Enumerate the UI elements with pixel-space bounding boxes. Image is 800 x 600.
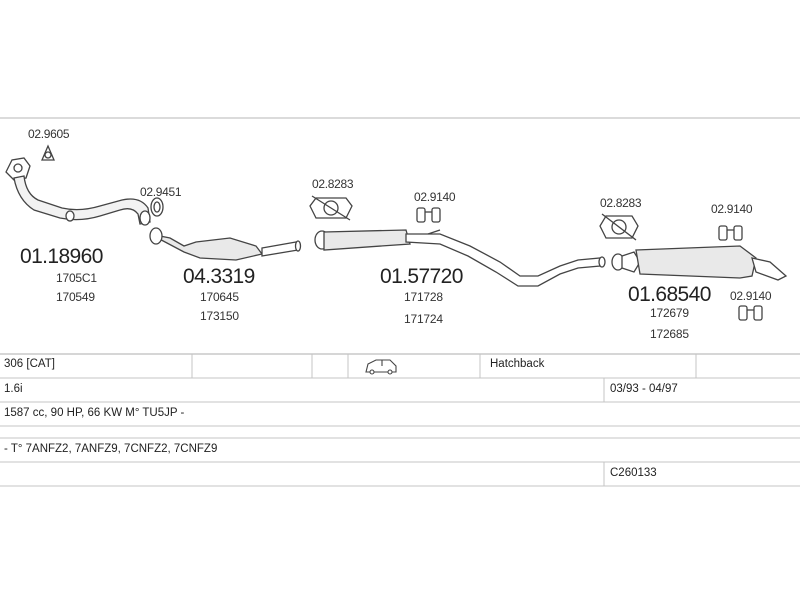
rear-muffler-ref-2: 172685: [650, 327, 689, 341]
front-pipe-ref-2: 170549: [56, 290, 95, 304]
hanger-rear-top-icon: [718, 225, 743, 241]
hanger-middle-icon: [416, 207, 441, 223]
engine-types: - T° 7ANFZ2, 7ANFZ9, 7CNFZ2, 7CNFZ9: [4, 443, 218, 455]
gasket-front-code: 02.9605: [28, 127, 70, 141]
clamp-front-icon: [150, 197, 164, 217]
hanger-rear-bottom-icon: [738, 305, 763, 321]
hanger-rear-bottom-code: 02.9140: [730, 289, 772, 303]
vehicle-model: 306 [CAT]: [4, 358, 55, 370]
catalyst-code: 04.3319: [183, 265, 255, 288]
front-pipe-code: 01.18960: [20, 245, 103, 268]
hanger-middle-code: 02.9140: [414, 190, 456, 204]
mount-middle-icon: [309, 195, 353, 221]
info-table-grid: [0, 354, 800, 487]
catalyst-ref-1: 170645: [200, 290, 239, 304]
engine-name: 1.6i: [4, 383, 23, 395]
hatchback-car-icon: [365, 359, 397, 375]
production-years: 03/93 - 04/97: [610, 383, 678, 395]
clamp-front-code: 02.9451: [140, 185, 182, 199]
front-pipe-ref-1: 1705C1: [56, 271, 97, 285]
engine-spec: 1587 cc, 90 HP, 66 KW M° TU5JP -: [4, 407, 185, 419]
mount-middle-code: 02.8283: [312, 177, 354, 191]
hanger-rear-top-code: 02.9140: [711, 202, 753, 216]
rear-muffler-ref-1: 172679: [650, 306, 689, 320]
gasket-front-icon: [41, 144, 55, 161]
rear-muffler-code: 01.68540: [628, 283, 711, 306]
catalyst-icon: [149, 227, 302, 261]
catalog-code: C260133: [610, 467, 657, 479]
rear-muffler-icon: [611, 245, 788, 281]
middle-muffler-icon: [314, 229, 606, 287]
mount-rear-icon: [599, 213, 639, 241]
mount-rear-code: 02.8283: [600, 196, 642, 210]
middle-muffler-code: 01.57720: [380, 265, 463, 288]
body-type: Hatchback: [490, 358, 545, 370]
front-pipe-icon: [5, 157, 151, 226]
catalyst-ref-2: 173150: [200, 309, 239, 323]
middle-muffler-ref-1: 171728: [404, 290, 443, 304]
middle-muffler-ref-2: 171724: [404, 312, 443, 326]
